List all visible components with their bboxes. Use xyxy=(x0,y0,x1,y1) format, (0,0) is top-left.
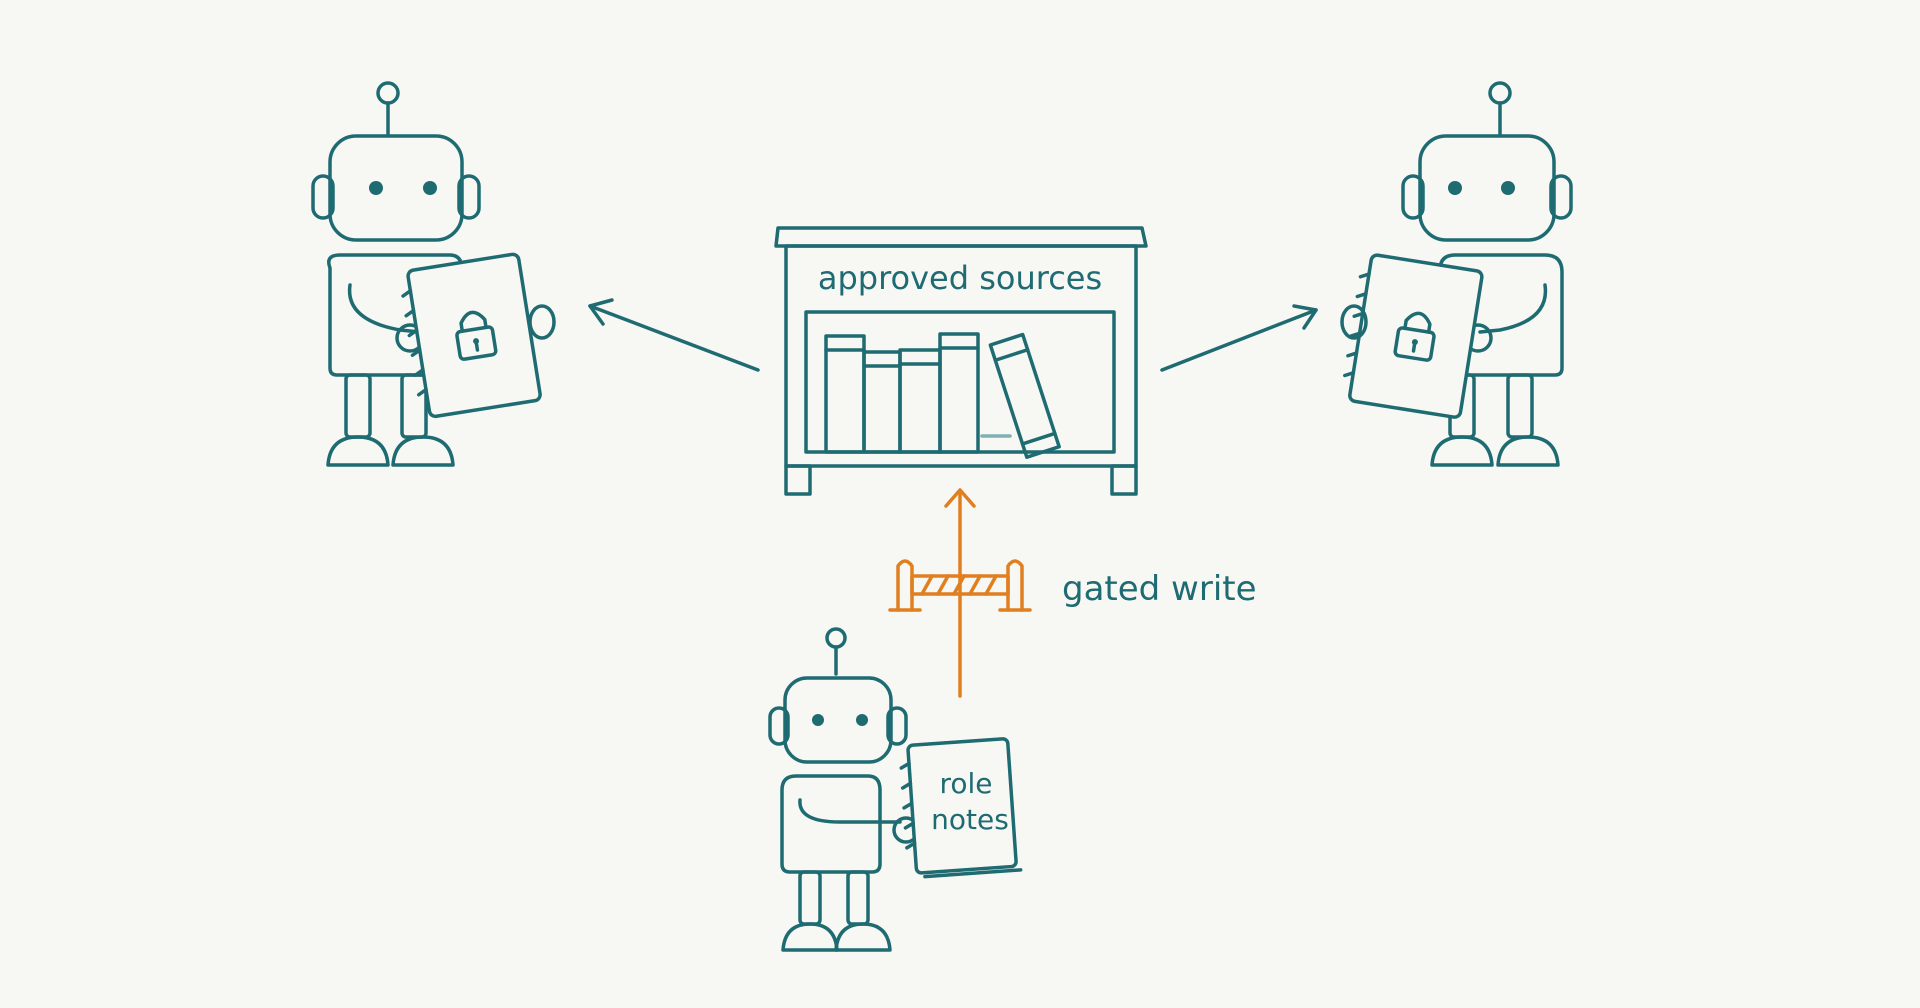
robot-head xyxy=(1418,134,1556,242)
lock-icon xyxy=(455,325,498,361)
antenna-icon xyxy=(825,627,847,649)
arrow-to-left-robot xyxy=(588,298,760,372)
antenna-icon xyxy=(1488,81,1512,105)
arrow-to-right-robot xyxy=(1160,304,1318,372)
book-icon xyxy=(824,334,866,454)
eye-icon xyxy=(369,181,383,195)
eye-icon xyxy=(1448,181,1462,195)
notebook-text-line2: notes xyxy=(931,803,1009,836)
locked-notebook-icon xyxy=(401,252,542,419)
locked-notebook-icon xyxy=(1343,253,1484,419)
bookshelf-icon xyxy=(774,226,1148,496)
book-icon xyxy=(938,332,980,454)
eye-icon xyxy=(856,714,868,726)
robot-head xyxy=(328,134,464,242)
robot-body xyxy=(780,774,882,874)
robot-writer xyxy=(768,627,1023,952)
notebook-text-line1: role xyxy=(939,767,992,800)
lock-icon xyxy=(1393,326,1436,362)
role-notes-notebook-icon xyxy=(899,737,1023,879)
robot-left xyxy=(311,81,556,467)
eye-icon xyxy=(812,714,824,726)
robot-right xyxy=(1340,81,1573,467)
eye-icon xyxy=(1501,181,1515,195)
bookshelf-label: approved sources xyxy=(818,259,1102,297)
gate-barrier-icon xyxy=(888,559,1032,612)
book-icon xyxy=(988,332,1061,460)
robot-head xyxy=(783,676,893,764)
gate-label: gated write xyxy=(1062,569,1257,609)
eye-icon xyxy=(423,181,437,195)
antenna-icon xyxy=(376,81,400,105)
